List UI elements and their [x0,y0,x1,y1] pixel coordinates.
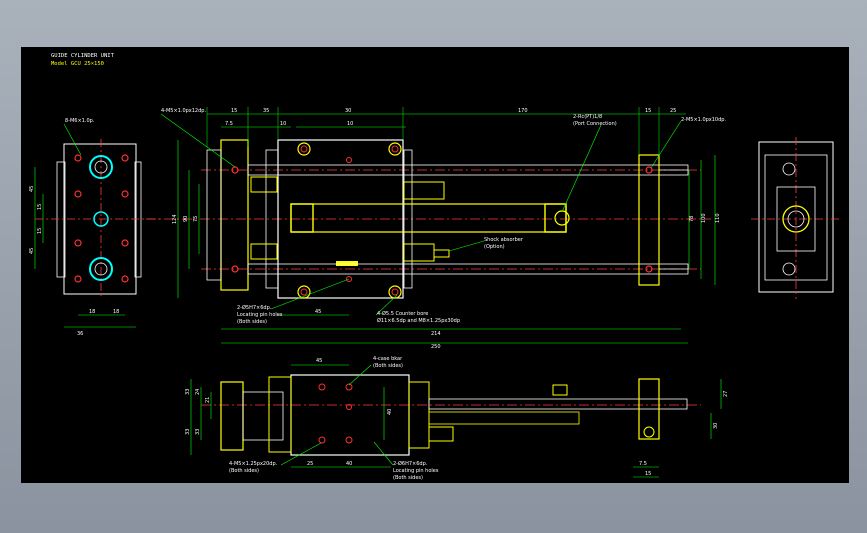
left-view-port [89,155,113,179]
callout-bolt-top-left: 4-M5×1.0px12dp. [161,108,206,114]
bottom-right-callout-2: Locating pin holes [393,468,439,474]
port-connection-icon [554,210,570,226]
callout-counter-bore-2: Ø11×6.5dp and M8×1.25px30dp [377,317,460,324]
front-dim-right-2: 100 [701,213,707,223]
front-dim-bottom-2: 214 [431,331,441,337]
callout-locating-hole-1: 2-Ø5H7×6dp. [237,304,272,311]
left-dim-4: 45 [29,248,35,254]
front-dim-top-8: 15 [645,108,651,114]
bottom-dim-bottom-2: 40 [346,461,352,467]
bottom-dim-right-1: 27 [723,391,729,397]
bottom-dim-left-4: 33 [185,429,191,435]
bottom-dim-left-2: 24 [195,389,201,395]
callout-counter-bore-1: 4-Ø5.5 Counter bore [377,310,428,317]
left-bottom-dim-2: 18 [113,309,119,315]
front-dim-bottom-3: 250 [431,344,441,350]
bottom-dim-bottom-3: 7.5 [639,461,647,467]
front-dim-top-7: 170 [518,108,528,114]
bottom-left-block [220,381,244,451]
front-dim-right-1: 78 [689,216,695,222]
callout-shock-absorber-1: Shock absorber [484,237,524,243]
callout-locating-hole-3: (Both sides) [237,319,267,325]
bottom-dim-left-1: 33 [185,389,191,395]
bottom-left-callout-2: (Both sides) [229,468,259,474]
bottom-dim-left-3: 21 [205,397,211,403]
left-bottom-dim-3: 36 [77,331,83,337]
shock-absorber [403,243,435,262]
bottom-side-view: 45 33 24 21 33 33 40 27 30 25 40 7.5 15 … [185,356,729,481]
left-bottom-dim-1: 18 [89,309,95,315]
left-dim-3: 15 [37,228,43,234]
front-dim-bottom-1: 45 [315,309,321,315]
drawing-model: Model GCU 25×150 [51,61,104,67]
left-side-view: 8-M6×1.0p. 45 15 15 45 18 18 36 [29,118,161,337]
bottom-right-callout-3: (Both sides) [393,475,423,481]
callout-shock-absorber-2: (Option) [484,244,505,250]
left-end-plate [220,139,249,291]
bottom-right-callout-1: 2-Ø6H7×6dp. [393,460,428,467]
front-dim-top-9: 25 [670,108,676,114]
bottom-left-callout-1: 4-M5×1.25px20dp. [229,461,278,467]
bottom-callout-2: (Both sides) [373,363,403,369]
bottom-dim-bottom-4: 15 [645,471,651,477]
right-view-rod-end [782,205,810,233]
left-dim-2: 15 [37,204,43,210]
bottom-dim-top-1: 45 [316,358,322,364]
bottom-dim-right-2: 30 [713,423,719,429]
front-dim-top-4: 10 [280,121,286,127]
bottom-right-plate [638,378,660,440]
front-dim-top-2: 7.5 [225,121,233,127]
callout-port-connection-1: 2-Rc(PT)1/8 [573,114,602,120]
bottom-dim-left-5: 33 [195,429,201,435]
callout-locating-hole-2: Locating pin holes [237,312,283,318]
cad-drawing-area: GUIDE CYLINDER UNIT Model GCU 25×150 8-M… [21,47,849,483]
bottom-rod [428,398,688,410]
bottom-callout-1: 4-case bkar [373,356,403,362]
piston-tube [290,203,567,233]
cad-drawing: GUIDE CYLINDER UNIT Model GCU 25×150 8-M… [29,53,841,481]
right-end-plate [638,154,660,286]
front-dim-top-6: 10 [347,121,353,127]
callout-port-connection-2: (Port Connection) [573,121,617,127]
bottom-dim-mid: 40 [387,409,393,415]
left-view-callout: 8-M6×1.0p. [65,118,95,124]
front-dim-left-3: 75 [193,216,199,222]
bottom-dim-bottom-1: 25 [307,461,313,467]
drawing-title: GUIDE CYLINDER UNIT [51,53,115,59]
front-dim-right-3: 110 [715,213,721,223]
right-side-view [751,137,841,299]
left-dim-1: 45 [29,186,35,192]
front-dim-top-1: 15 [231,108,237,114]
front-dim-left-2: 90 [183,216,189,222]
front-dim-left-1: 124 [172,214,178,224]
callout-bolt-top-right: 2-M5×1.0px10dp. [681,117,726,123]
front-dim-top-3: 35 [263,108,269,114]
front-view: 15 7.5 35 10 30 10 170 15 25 124 90 75 7… [146,107,726,350]
front-dim-top-5: 30 [345,108,351,114]
